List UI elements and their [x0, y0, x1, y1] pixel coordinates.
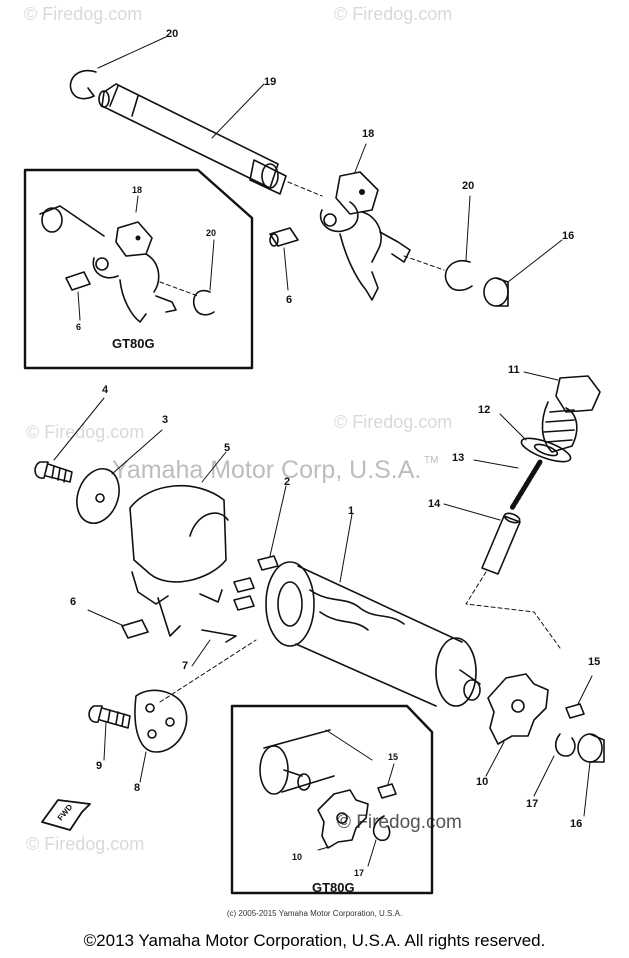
callout-12: 12: [478, 404, 491, 416]
callout-16: 16: [570, 818, 583, 830]
shift-fork-part-18: [319, 171, 411, 301]
callout-8: 8: [134, 782, 141, 794]
circlip-part-20: [69, 69, 97, 100]
callout-10: 10: [292, 852, 303, 862]
callout-6: 6: [286, 294, 293, 306]
inset-top-pin: [65, 271, 91, 291]
inset-label-bottom: GT80G: [312, 880, 355, 895]
callout-3: 3: [162, 414, 169, 426]
cam-part-10: [487, 673, 549, 745]
screw-part-4: [34, 461, 73, 483]
inset-box-bottom: [230, 704, 434, 895]
watermark: © Firedog.com: [26, 834, 145, 854]
center-watermark: Yamaha Motor Corp, U.S.A.: [112, 456, 422, 484]
plate-part-3: [76, 468, 120, 524]
callout-15: 15: [388, 752, 399, 762]
watermark: © Firedog.com: [337, 812, 462, 833]
inset-bottom-circlip: [372, 815, 391, 842]
circlip-part-20: [444, 259, 473, 292]
segment-part-5: [129, 484, 229, 637]
forward-arrow-icon: [41, 799, 91, 831]
callout-16: 16: [562, 230, 575, 242]
callout-4: 4: [102, 384, 109, 396]
callout-11: 11: [508, 364, 520, 376]
callout-15: 15: [588, 656, 601, 668]
pin-part-6: [121, 619, 149, 639]
callout-18: 18: [362, 128, 375, 140]
shift-drum-part-1: [265, 561, 481, 707]
footer-copyright: ©2013 Yamaha Motor Corporation, U.S.A. A…: [83, 931, 546, 950]
pin-part-15: [565, 703, 585, 719]
plug-part-11: [541, 375, 601, 453]
watermark: © Firedog.com: [24, 4, 143, 24]
callout-9: 9: [96, 760, 103, 772]
callout-14: 14: [428, 498, 441, 510]
cap-part-16: [577, 733, 605, 763]
diagram-copyright: (c) 2005-2015 Yamaha Motor Corporation, …: [226, 909, 403, 918]
detent-pin-part-14: [481, 512, 521, 575]
gasket-part-12: [520, 437, 572, 463]
cap-part-16: [483, 277, 509, 307]
pin-part-6: [269, 227, 299, 247]
inset-bottom-drum: [259, 729, 335, 795]
inset-bottom-pin: [377, 783, 397, 799]
callout-20: 20: [166, 28, 179, 40]
inset-box-top: [23, 168, 254, 370]
callout-19: 19: [264, 76, 277, 88]
trademark-mark: TM: [424, 455, 439, 466]
inset-bottom-cam: [317, 789, 369, 849]
retainer-part-7: [201, 629, 237, 643]
inset-top-circlip: [192, 289, 215, 316]
callout-6: 6: [76, 322, 82, 332]
inset-top-shaft: [39, 205, 105, 237]
circlip-part-17: [554, 733, 576, 757]
callout-13: 13: [452, 452, 465, 464]
callout-20: 20: [462, 180, 475, 192]
callout-10: 10: [476, 776, 489, 788]
screw-part-9: [88, 705, 131, 729]
plate-part-8: [134, 689, 188, 753]
watermark: © Firedog.com: [26, 422, 145, 442]
shaft-part-19: [98, 83, 287, 195]
callout-2: 2: [284, 476, 291, 488]
watermark: © Firedog.com: [334, 4, 453, 24]
pin-part-2: [233, 555, 279, 611]
callout-20: 20: [206, 228, 217, 238]
spring-part-13: [509, 459, 543, 511]
callout-17: 17: [526, 798, 539, 810]
inset-label-top: GT80G: [112, 336, 155, 351]
callout-1: 1: [348, 505, 355, 517]
callout-5: 5: [224, 442, 231, 454]
callout-7: 7: [182, 660, 189, 672]
watermark: © Firedog.com: [334, 412, 453, 432]
callout-17: 17: [354, 868, 365, 878]
callout-6: 6: [70, 596, 77, 608]
inset-top-fork: [92, 221, 177, 323]
callout-18: 18: [132, 185, 143, 195]
